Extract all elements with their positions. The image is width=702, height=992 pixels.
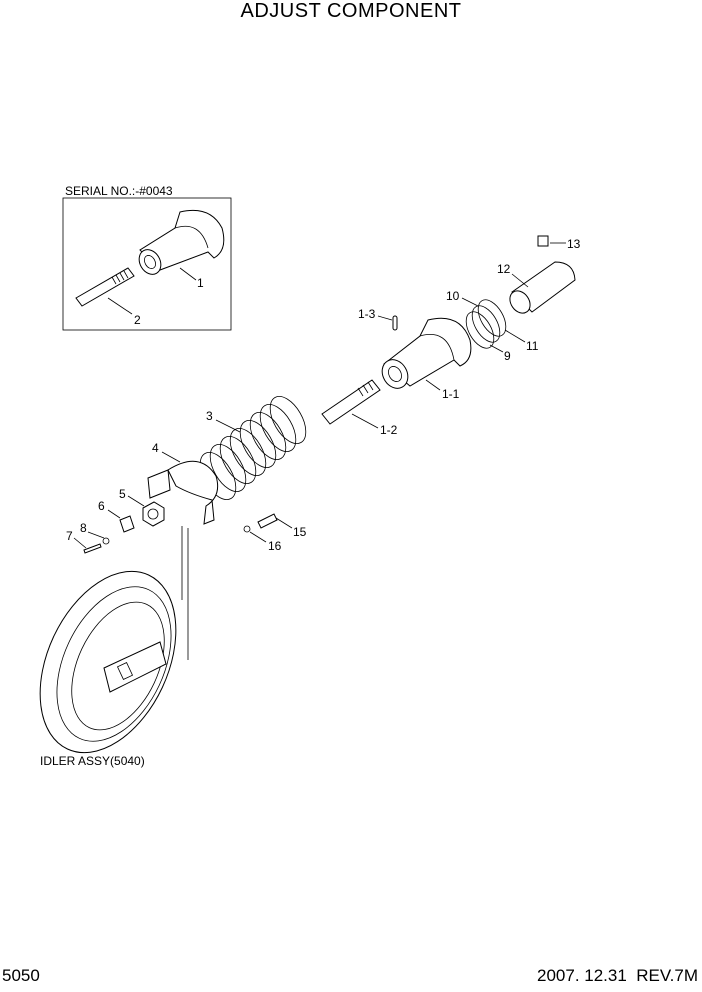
footer-revision: REV.7M <box>636 966 698 985</box>
callout-1-inset: 1 <box>197 276 204 290</box>
footer-date-rev: 2007. 12.31 REV.7M <box>537 966 698 986</box>
footer-date: 2007. 12.31 <box>537 966 627 985</box>
grease-nipple-part-13: 13 <box>537 235 581 251</box>
callout-9: 9 <box>504 349 511 363</box>
nut-part-5: 5 <box>119 487 165 527</box>
rod-part-1-2: 1-2 <box>321 379 398 437</box>
callout-1-2: 1-2 <box>380 423 398 437</box>
callout-13: 13 <box>567 237 581 251</box>
seal-rings-9-10-11: 10 9 11 <box>446 289 539 363</box>
pin-part-1-3: 1-3 <box>358 307 398 331</box>
callout-4: 4 <box>152 441 159 455</box>
bolt-washer-parts-15-16: 15 16 <box>243 513 307 553</box>
callout-3: 3 <box>206 409 213 423</box>
callout-12: 12 <box>497 262 511 276</box>
callout-5: 5 <box>119 487 126 501</box>
lock-plate-part-6: 6 <box>98 499 135 533</box>
serial-inset-box: SERIAL NO.:-#0043 1 2 <box>62 184 232 331</box>
bolt-washer-parts-7-8: 8 7 <box>66 521 110 554</box>
inset-threaded-rod <box>75 267 135 307</box>
idler-wheel-assembly: IDLER ASSY(5040) <box>39 570 177 768</box>
callout-1-3: 1-3 <box>358 307 376 321</box>
cylinder-part-1-1: 1-1 <box>381 317 472 401</box>
callout-16: 16 <box>268 539 282 553</box>
serial-number-label: SERIAL NO.:-#0043 <box>65 184 173 198</box>
callout-1-1: 1-1 <box>442 387 460 401</box>
callout-8: 8 <box>80 521 87 535</box>
callout-15: 15 <box>293 525 307 539</box>
callout-2: 2 <box>134 313 141 327</box>
callout-6: 6 <box>98 499 105 513</box>
callout-10: 10 <box>446 289 460 303</box>
spring-part-3: 3 <box>199 396 307 500</box>
page-title: ADJUST COMPONENT <box>240 0 462 22</box>
callout-11: 11 <box>526 339 539 353</box>
page-number: 5050 <box>2 966 40 985</box>
idler-assy-label: IDLER ASSY(5040) <box>40 754 145 768</box>
yoke-part-4: 4 <box>147 441 219 525</box>
inset-cylinder-part <box>138 209 225 275</box>
callout-7: 7 <box>66 529 73 543</box>
valve-part-12: 12 <box>497 261 576 314</box>
